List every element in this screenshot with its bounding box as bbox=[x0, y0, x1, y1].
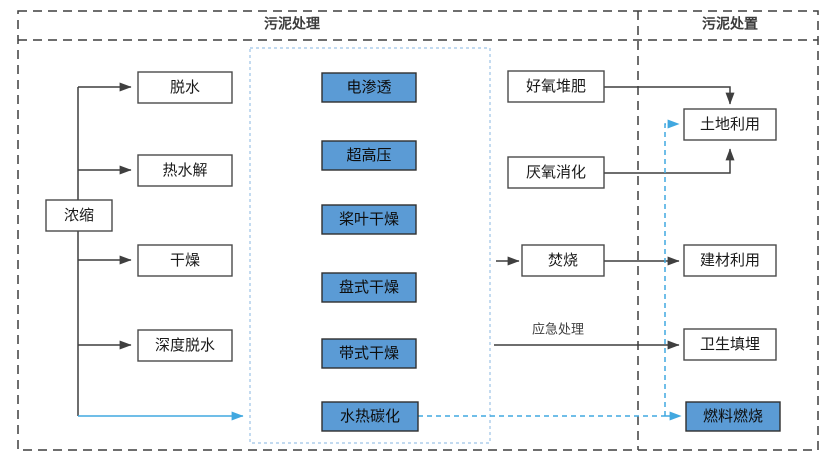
node-land-use-box[interactable] bbox=[683, 108, 777, 141]
node-dewatering-box[interactable] bbox=[137, 71, 233, 104]
node-source[interactable]: 浓缩 bbox=[45, 199, 113, 232]
node-land-use[interactable]: 土地利用 bbox=[683, 108, 777, 141]
node-deep-dewatering-label: 深度脱水 bbox=[155, 337, 215, 354]
node-sanitary-landfill-box[interactable] bbox=[683, 328, 777, 361]
technology-group-border bbox=[249, 47, 491, 444]
node-electroosmosis-box[interactable] bbox=[321, 72, 417, 103]
node-source-label: 浓缩 bbox=[64, 207, 94, 224]
node-deep-dewatering[interactable]: 深度脱水 bbox=[137, 329, 233, 362]
node-fuel-combustion-label: 燃料燃烧 bbox=[703, 407, 763, 425]
node-anaerobic-digestion[interactable]: 厌氧消化 bbox=[507, 156, 605, 189]
node-paddle-drying-box[interactable] bbox=[321, 204, 417, 235]
node-paddle-drying[interactable]: 桨叶干燥 bbox=[321, 204, 417, 235]
edge-hydrothermal-to-landuse bbox=[664, 119, 680, 416]
node-anaerobic-digestion-label: 厌氧消化 bbox=[526, 164, 586, 181]
node-incineration[interactable]: 焚烧 bbox=[521, 244, 605, 277]
connectors bbox=[77, 82, 735, 416]
edge-digestion-to-landuse bbox=[604, 148, 735, 174]
node-building-material[interactable]: 建材利用 bbox=[683, 244, 777, 277]
node-hydrothermal-carbonization-label: 水热碳化 bbox=[340, 408, 400, 425]
edge-compost-to-landuse bbox=[604, 86, 735, 105]
node-building-material-label: 建材利用 bbox=[700, 252, 760, 269]
edge-label-emergency: 应急处理 bbox=[532, 321, 584, 336]
node-thermal-hydrolysis-box[interactable] bbox=[137, 154, 233, 187]
node-hydrothermal-carbonization-box[interactable] bbox=[321, 401, 419, 432]
zone-frames bbox=[17, 10, 819, 451]
node-aerobic-composting-box[interactable] bbox=[507, 70, 605, 103]
node-building-material-box[interactable] bbox=[683, 244, 777, 277]
node-dewatering[interactable]: 脱水 bbox=[137, 71, 233, 104]
node-land-use-label: 土地利用 bbox=[700, 116, 760, 133]
zone-title-treatment: 污泥处理 bbox=[264, 16, 320, 32]
node-deep-dewatering-box[interactable] bbox=[137, 329, 233, 362]
node-sanitary-landfill-label: 卫生填埋 bbox=[700, 336, 760, 353]
node-ultra-high-pressure-label: 超高压 bbox=[346, 147, 391, 164]
node-electroosmosis[interactable]: 电渗透 bbox=[321, 72, 417, 103]
connectors-blue bbox=[78, 119, 682, 421]
zone-outer-border bbox=[17, 10, 819, 451]
node-disc-drying-box[interactable] bbox=[321, 272, 417, 303]
node-sanitary-landfill[interactable]: 卫生填埋 bbox=[683, 328, 777, 361]
node-ultra-high-pressure[interactable]: 超高压 bbox=[321, 140, 417, 171]
node-source-box[interactable] bbox=[45, 199, 113, 232]
node-disc-drying-label: 盘式干燥 bbox=[339, 278, 399, 296]
node-thermal-hydrolysis-label: 热水解 bbox=[162, 162, 207, 179]
node-fuel-combustion-box[interactable] bbox=[685, 401, 781, 432]
node-electroosmosis-label: 电渗透 bbox=[346, 79, 391, 96]
node-belt-drying[interactable]: 带式干燥 bbox=[321, 338, 417, 369]
node-aerobic-composting[interactable]: 好氧堆肥 bbox=[507, 70, 605, 103]
node-disc-drying[interactable]: 盘式干燥 bbox=[321, 272, 417, 303]
node-drying-label: 干燥 bbox=[170, 252, 200, 269]
node-ultra-high-pressure-box[interactable] bbox=[321, 140, 417, 171]
zone-title-disposal: 污泥处置 bbox=[702, 16, 758, 32]
node-hydrothermal-carbonization[interactable]: 水热碳化 bbox=[321, 401, 419, 432]
node-anaerobic-digestion-box[interactable] bbox=[507, 156, 605, 189]
node-aerobic-composting-label: 好氧堆肥 bbox=[526, 78, 586, 95]
node-thermal-hydrolysis[interactable]: 热水解 bbox=[137, 154, 233, 187]
node-belt-drying-label: 带式干燥 bbox=[339, 345, 399, 362]
node-dewatering-label: 脱水 bbox=[170, 79, 200, 96]
node-drying[interactable]: 干燥 bbox=[137, 244, 233, 277]
node-belt-drying-box[interactable] bbox=[321, 338, 417, 369]
node-drying-box[interactable] bbox=[137, 244, 233, 277]
node-incineration-box[interactable] bbox=[521, 244, 605, 277]
node-fuel-combustion[interactable]: 燃料燃烧 bbox=[685, 401, 781, 432]
node-incineration-label: 焚烧 bbox=[548, 252, 578, 269]
node-paddle-drying-label: 桨叶干燥 bbox=[339, 211, 399, 228]
